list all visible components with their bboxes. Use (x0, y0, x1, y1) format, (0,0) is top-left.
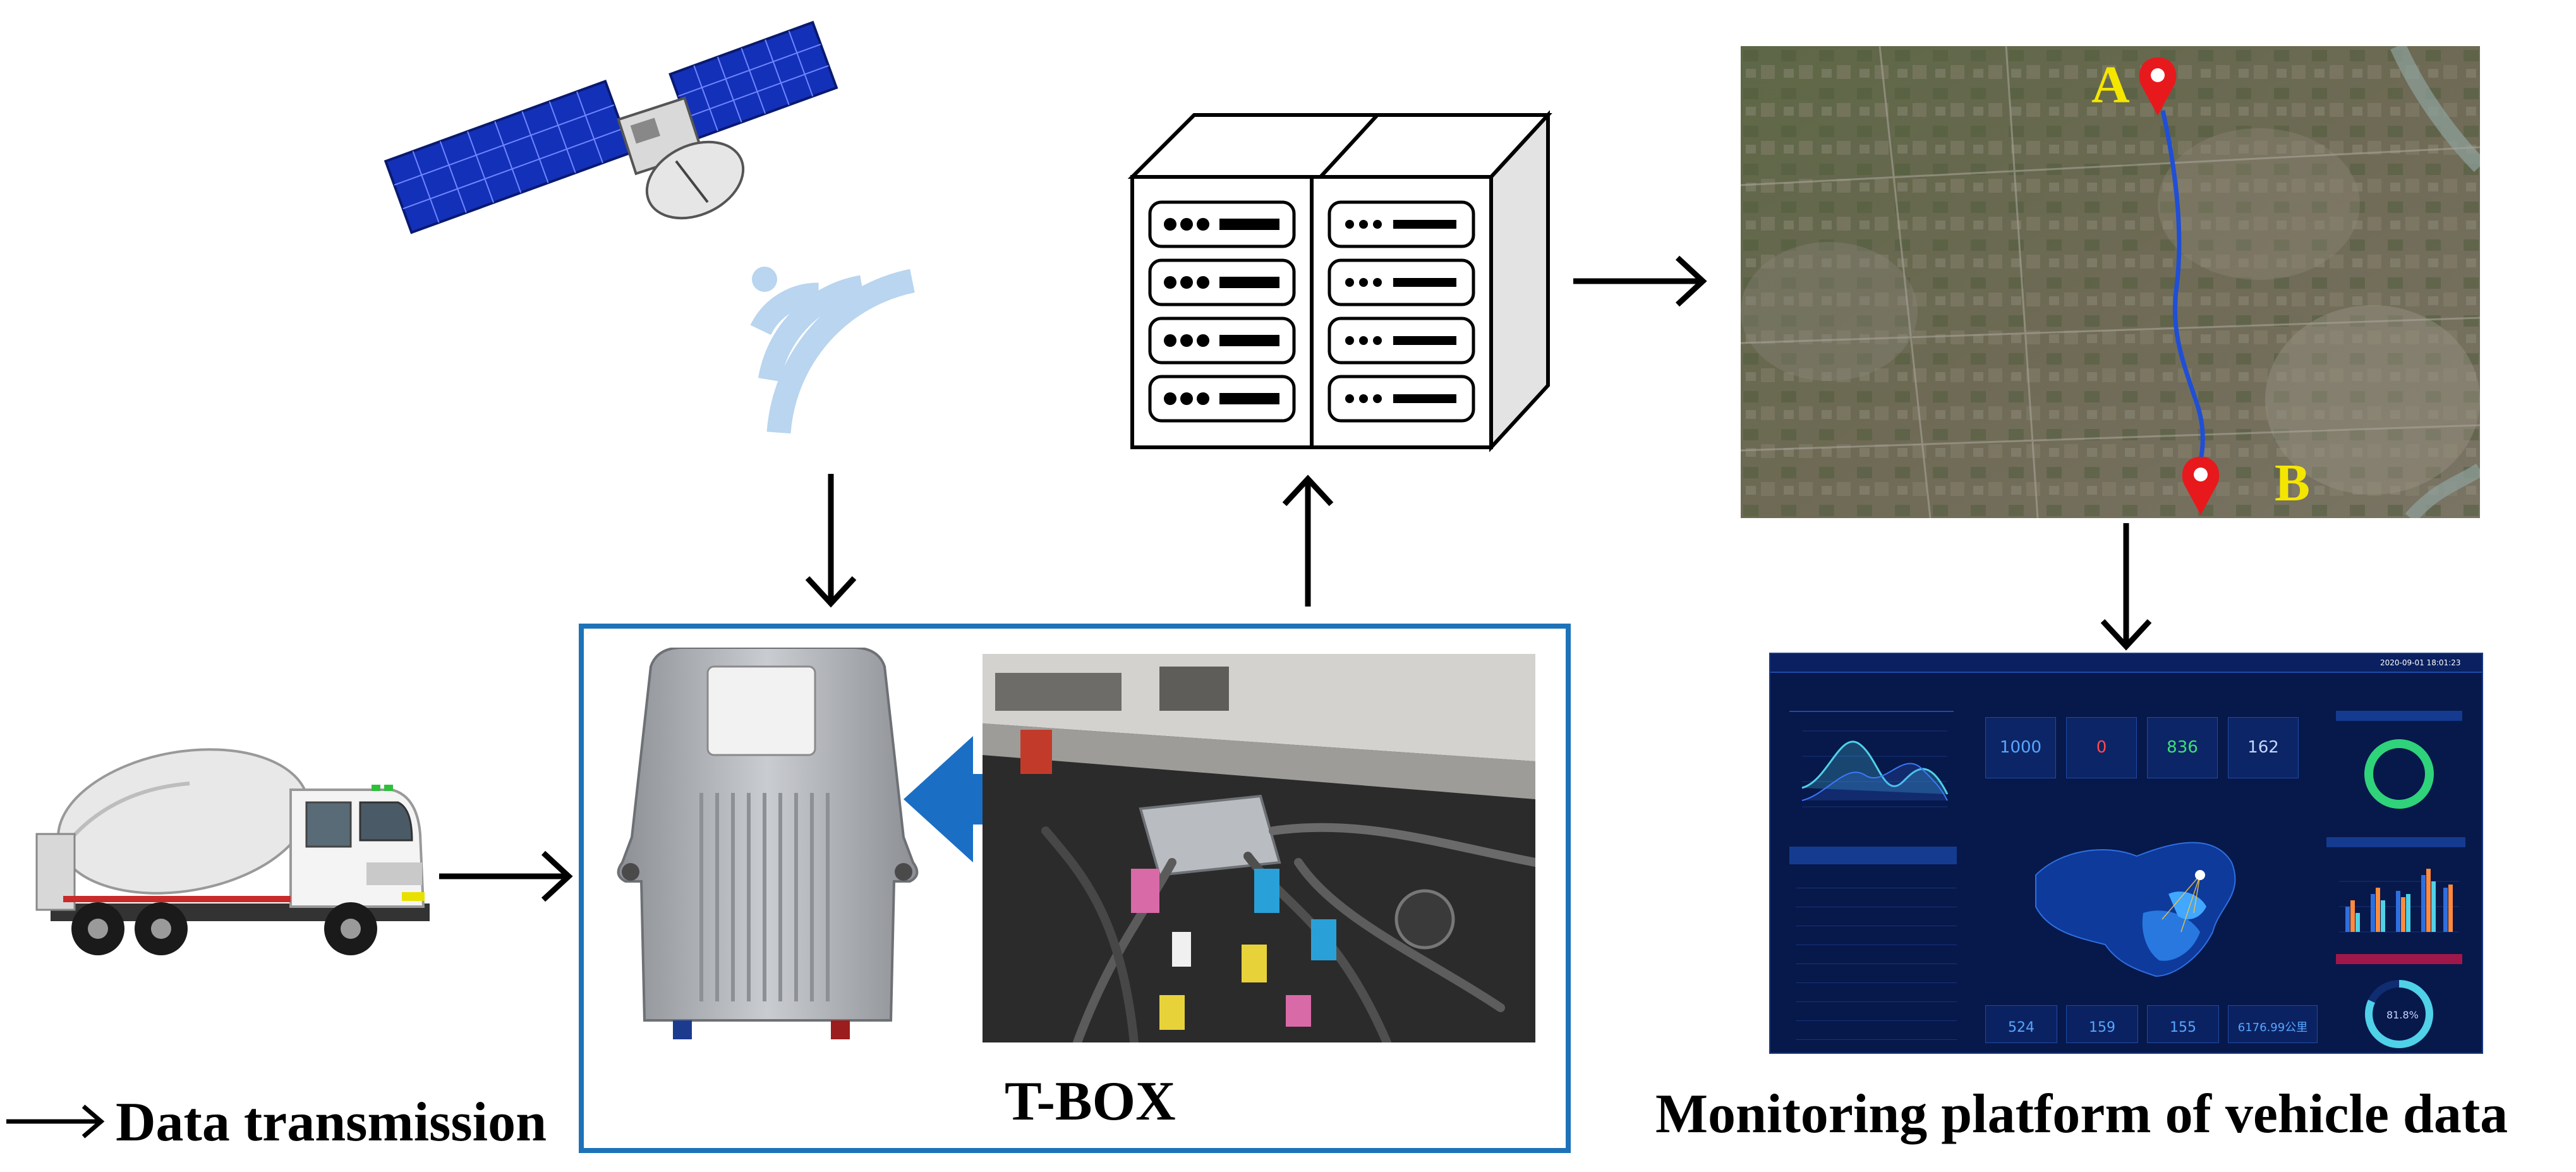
china-heat-map (2035, 842, 2236, 977)
bottom-kpi-1: 524 (1985, 1005, 2057, 1043)
bottom-kpi-3: 155 (2147, 1005, 2219, 1043)
list-row (1796, 982, 1957, 1002)
donut-chart-top (2336, 711, 2462, 809)
server-cabinet-icon (1127, 110, 1552, 452)
arrow-tbox-to-server (1282, 474, 1334, 607)
kpi-box-1: 1000 (1985, 717, 2056, 778)
wireless-signal-icon (750, 267, 915, 434)
list-row (1796, 907, 1957, 926)
satellite-map: A B (1741, 46, 2480, 518)
satellite-icon (384, 20, 838, 234)
kpi-box-2: 0 (2066, 717, 2137, 778)
list-row (1796, 926, 1957, 945)
map-point-a-label: A (2091, 56, 2130, 114)
tbox-frame (579, 624, 1571, 1153)
list-row (1796, 888, 1957, 907)
list-row (1796, 869, 1957, 888)
arrow-server-to-map (1573, 255, 1707, 307)
wave-line-chart (1801, 730, 1949, 807)
dashboard-top-bar (1770, 654, 2482, 673)
tbox-label: T-BOX (1005, 1071, 1176, 1132)
tbox-device-icon (617, 648, 919, 1039)
map-point-b-label: B (2275, 454, 2311, 512)
tbox-installed-photo (983, 654, 1535, 1042)
bottom-kpi-2: 159 (2066, 1005, 2138, 1043)
kpi-box-4: 162 (2228, 717, 2299, 778)
platform-label: Monitoring platform of vehicle data (1655, 1084, 2508, 1145)
concrete-mixer-truck-icon (35, 748, 430, 955)
list-row (1796, 1001, 1957, 1021)
arrow-signal-to-tbox (805, 474, 857, 608)
legend-arrow-icon (6, 1104, 105, 1139)
kpi-box-3: 836 (2147, 717, 2218, 778)
donut-chart-bottom (2336, 954, 2462, 1048)
monitoring-dashboard: 2020-09-01 18:01:23 1000 0 836 162 (1769, 653, 2483, 1054)
legend-label: Data transmission (116, 1092, 547, 1153)
list-row (1796, 1020, 1957, 1040)
left-list-header (1789, 847, 1957, 864)
arrow-map-to-dashboard (2100, 523, 2152, 651)
list-row (1796, 945, 1957, 964)
donut-bottom-label: 81.8% (2386, 1009, 2419, 1021)
list-row (1796, 964, 1957, 983)
bar-chart (2326, 837, 2465, 933)
bottom-kpi-4: 6176.99公里 (2228, 1005, 2318, 1043)
left-chart-panel (1789, 711, 1954, 838)
arrow-truck-to-tbox (439, 850, 573, 902)
dashboard-timestamp: 2020-09-01 18:01:23 (2380, 658, 2461, 667)
